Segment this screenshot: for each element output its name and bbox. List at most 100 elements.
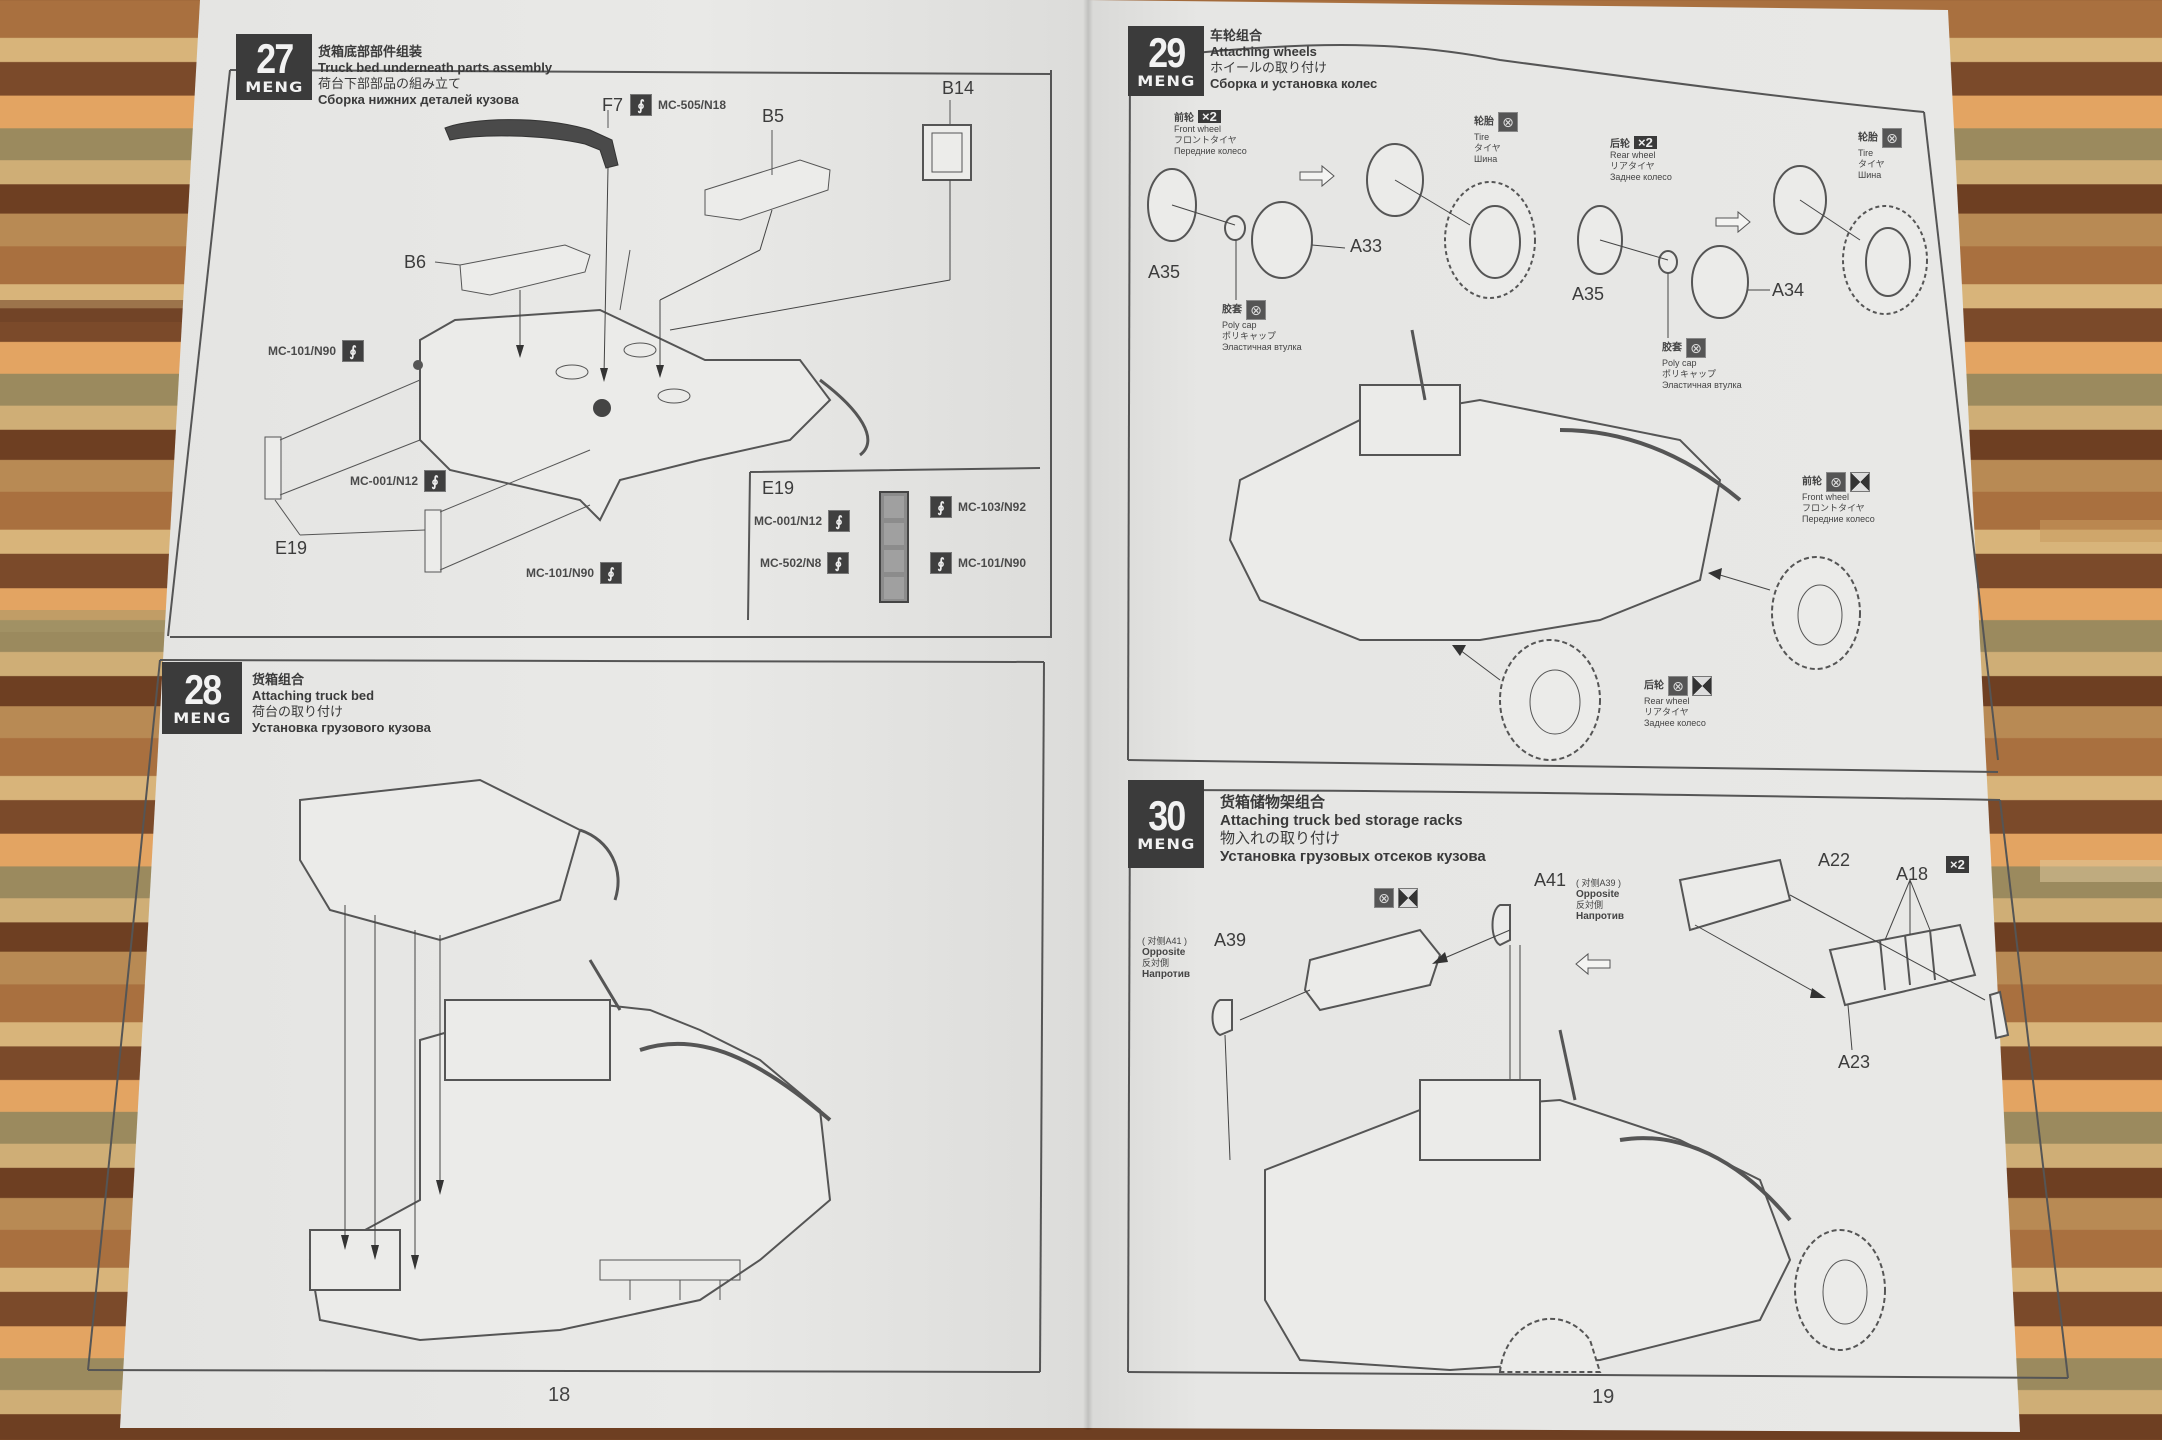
note-jp: フロントタイヤ	[1802, 503, 1865, 513]
page-number-right: 19	[1592, 1386, 1615, 1408]
assembly-arrow-icon	[341, 1235, 349, 1250]
paint-code: MC-001/N12	[754, 514, 823, 528]
rear-wheel-installed	[1500, 1319, 1600, 1372]
paint-callout-f7: ∮ MC-505/N18	[630, 94, 726, 116]
vehicle-body	[1230, 400, 1720, 640]
part-label-f7: F7	[602, 95, 624, 115]
note-zh: 胶套	[1222, 304, 1242, 316]
note-jp: ポリキャップ	[1662, 369, 1717, 379]
step-28-number: 28	[183, 666, 222, 713]
note-jp: リアタイヤ	[1610, 161, 1655, 171]
note-ru: Напротив	[1576, 911, 1624, 922]
no-glue-icon: ⊗	[1686, 338, 1706, 358]
no-glue-icon: ⊗	[1498, 112, 1518, 132]
paint-brush-icon: ∮	[828, 510, 851, 532]
note-ru: Заднее колесо	[1610, 172, 1672, 182]
title-en: Attaching truck bed	[252, 688, 375, 703]
paint-code: MC-001/N12	[350, 474, 419, 488]
paint-brush-icon: ∮	[930, 552, 952, 574]
note-ru: Передние колесо	[1174, 146, 1247, 156]
step-27-titles: 货箱底部部件组装 Truck bed underneath parts asse…	[318, 44, 552, 108]
note-zh: 后轮	[1610, 139, 1630, 150]
note-zh: 前轮	[1174, 113, 1194, 124]
meng-logo: MENG	[172, 711, 232, 727]
part-f7-shape	[445, 120, 618, 168]
title-jp: 物入れの取り付け	[1220, 830, 1341, 847]
assembly-arrow-icon	[516, 345, 524, 358]
paint-code: MC-103/N92	[958, 500, 1027, 514]
title-jp: ホイールの取り付け	[1210, 60, 1328, 75]
page-fold	[1083, 0, 1093, 1430]
paint-code: MC-101/N90	[526, 566, 595, 580]
paint-code: MC-505/N18	[658, 98, 727, 112]
note-jp: 反対側	[1142, 958, 1170, 968]
process-arrow-icon	[1716, 212, 1750, 232]
front-wheel-note: 前轮×2 Front wheel フロントタイヤ Передние колесо	[1174, 110, 1247, 157]
part-label-a35-rear: A35	[1572, 284, 1605, 304]
part-label-e19: E19	[275, 538, 308, 558]
step-30-number: 30	[1147, 792, 1186, 839]
truck-bed-body	[420, 310, 830, 520]
tire-note-rear: 轮胎⊗ Tire タイヤ Шина	[1858, 128, 1902, 181]
assembly-arrow-icon	[436, 1180, 444, 1195]
e19-inset-frame	[748, 468, 1040, 620]
assembly-arrow-icon	[1432, 952, 1448, 964]
assembly-arrow-icon	[600, 368, 608, 382]
part-label-a39: A39	[1214, 930, 1247, 950]
note-jp: 反対側	[1576, 900, 1604, 910]
no-glue-icon: ⊗	[1246, 300, 1266, 320]
part-a22-rack	[1680, 860, 1790, 930]
note-zh: 轮胎	[1474, 116, 1494, 128]
title-ru: Сборка нижних деталей кузова	[318, 92, 519, 107]
inset-paint-left-2: MC-502/N8 ∮	[760, 552, 850, 574]
inset-paint-right-2: ∮ MC-101/N90	[930, 552, 1026, 574]
note-en: Front wheel	[1174, 124, 1222, 134]
meng-logo: MENG	[1136, 74, 1196, 90]
note-en: Poly cap	[1222, 320, 1257, 330]
title-jp: 荷台の取り付け	[252, 704, 344, 719]
step-29-badge: 29 MENG	[1128, 26, 1204, 96]
rear-wheel-note: 后轮×2 Rear wheel リアタイヤ Заднее колесо	[1610, 136, 1672, 183]
process-arrow-icon	[1576, 954, 1610, 974]
assembly-arrow-icon	[1810, 988, 1826, 998]
a39-opposite-note: ( 对侧A41 ) Opposite 反対側 Напротив	[1142, 936, 1190, 980]
a41-opposite-note: ( 对侧A39 ) Opposite 反対側 Напротив	[1576, 878, 1624, 922]
title-en: Attaching wheels	[1210, 44, 1317, 59]
inset-title-e19: E19	[762, 478, 795, 498]
title-ru: Установка грузового кузова	[252, 720, 431, 735]
note-en: Opposite	[1576, 889, 1620, 900]
title-ru: Установка грузовых отсеков кузова	[1220, 848, 1486, 865]
paint-callout-mc001: MC-001/N12 ∮	[350, 470, 447, 492]
part-label-a35-front: A35	[1148, 262, 1181, 282]
paint-callout-mc101-top: MC-101/N90 ∮	[268, 340, 365, 362]
no-glue-icon: ⊗	[1668, 676, 1688, 696]
no-glue-icon: ⊗	[1374, 888, 1394, 908]
note-en: Front wheel	[1802, 492, 1850, 502]
paint-brush-icon: ∮	[630, 94, 652, 116]
title-en: Attaching truck bed storage racks	[1220, 812, 1463, 829]
note-ru: Эластичная втулка	[1222, 342, 1302, 352]
step-30-titles: 货箱储物架组合 Attaching truck bed storage rack…	[1220, 794, 1486, 866]
inset-paint-left-1: MC-001/N12 ∮	[754, 510, 851, 532]
rotatable-icon	[1692, 676, 1712, 696]
note-en: Rear wheel	[1644, 696, 1690, 706]
note-jp: タイヤ	[1858, 159, 1885, 169]
part-label-a33: A33	[1350, 236, 1383, 256]
assembly-arrow-icon	[1452, 645, 1466, 656]
part-b5-shape	[705, 160, 830, 220]
paint-brush-icon: ∮	[930, 496, 952, 518]
process-arrow-icon	[1300, 166, 1334, 186]
part-label-a18: A18	[1896, 864, 1929, 884]
part-label-b5: B5	[762, 106, 785, 126]
part-label-a22: A22	[1818, 850, 1851, 870]
title-zh: 货箱组合	[252, 672, 305, 687]
note-zh: 前轮	[1802, 476, 1822, 488]
title-ru: Сборка и установка колес	[1210, 76, 1378, 91]
title-zh: 货箱底部部件组装	[318, 44, 423, 59]
part-a18-dividers	[1880, 930, 1935, 990]
part-b6-shape	[460, 245, 590, 295]
